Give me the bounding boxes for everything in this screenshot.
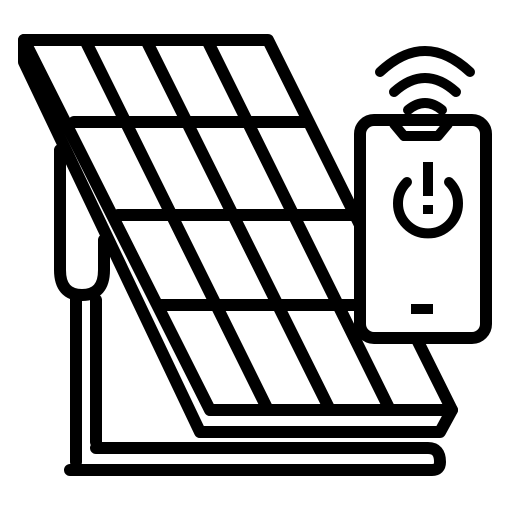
panel-stand-icon — [54, 144, 446, 476]
phone-notch — [389, 119, 453, 141]
wifi-arc-inner — [403, 98, 447, 115]
power-arc — [393, 177, 463, 239]
wifi-arc-middle — [389, 73, 461, 97]
panel-col-divider-2 — [140, 34, 336, 416]
panel-col-divider-3 — [201, 34, 396, 416]
wifi-signal-icon — [375, 46, 475, 115]
wifi-arc-outer — [375, 46, 475, 77]
panel-col-divider-1 — [79, 34, 274, 416]
solar-panel-icon — [18, 34, 458, 438]
panel-frame-depth — [18, 34, 458, 438]
power-button-icon — [393, 162, 463, 239]
stand-base — [64, 442, 446, 476]
